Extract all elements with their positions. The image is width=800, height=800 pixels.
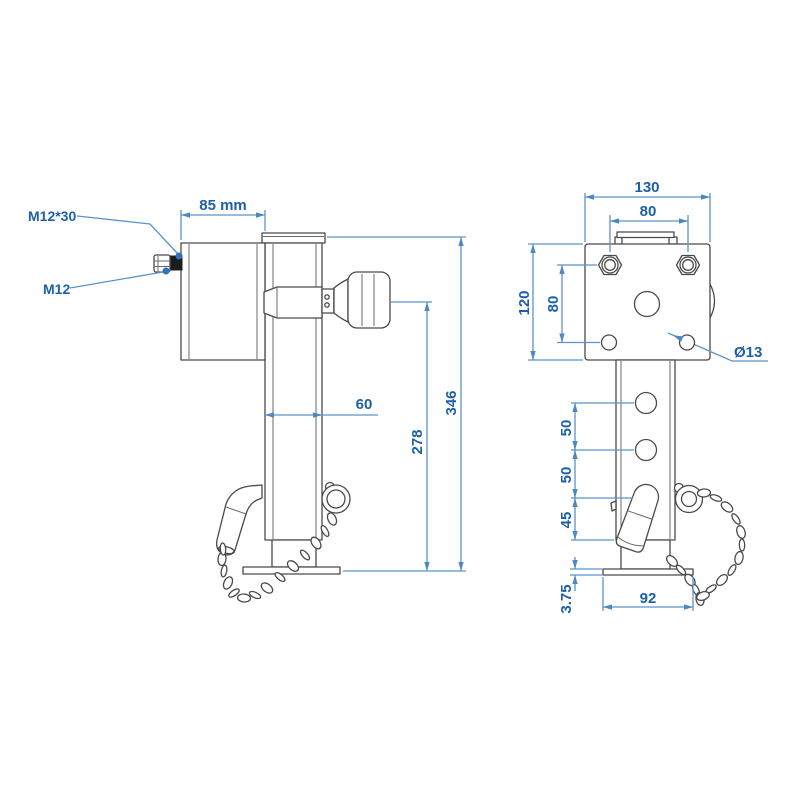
plate-hole-right [678, 334, 696, 351]
dim-92-label: 92 [640, 590, 657, 607]
linch-pin [615, 483, 660, 553]
hex-bolt-left [597, 254, 623, 276]
dimension-hole-pitches: 50 50 45 [558, 402, 634, 541]
linch-pin-ring-front [673, 482, 704, 514]
tube-top-cap [261, 232, 326, 244]
dim-50a-label: 50 [558, 420, 575, 437]
adjust-hole-2 [634, 438, 658, 462]
dim-60-label: 60 [356, 396, 373, 413]
dim-346-label: 346 [443, 390, 460, 415]
dimension-foot-thickness: 3.75 [558, 557, 602, 614]
dimension-plate-width: 130 [584, 179, 711, 242]
dim-45-label: 45 [558, 512, 575, 529]
pin-tip [610, 500, 617, 512]
mounting-plate [584, 243, 768, 362]
dimension-drum-width: 85 mm [180, 197, 266, 240]
dim-80-left-label: 80 [545, 296, 562, 313]
dimension-bolt-to-hole-vertical: 80 [545, 264, 600, 344]
dimension-bolt-spacing-horizontal: 80 [609, 203, 689, 252]
dim-dia13-label: Ø13 [734, 344, 762, 361]
chain-front [665, 488, 746, 607]
dim-278-label: 278 [409, 429, 426, 454]
leader-dot [162, 267, 170, 275]
side-view: 85 mm 60 346 278 M12*30 M12 [28, 197, 466, 603]
chain [217, 512, 338, 603]
dim-80-top-label: 80 [640, 203, 657, 220]
dimension-plate-height: 120 [516, 243, 583, 361]
foot-plate-front [602, 568, 694, 576]
adjust-hole-1 [634, 391, 658, 415]
dim-120-label: 120 [516, 290, 533, 315]
callout-bolt-thread: M12*30 [28, 208, 183, 260]
dim-85mm-label: 85 mm [199, 197, 247, 214]
dia-arrowhead [673, 335, 684, 342]
dimension-total-height: 346 [327, 236, 466, 572]
dim-130-label: 130 [634, 179, 659, 196]
dimension-foot-width: 92 [602, 577, 694, 611]
leader-dot [175, 252, 183, 260]
gear-drum [180, 242, 266, 361]
dim-375-label: 3.75 [558, 584, 575, 613]
plate-hole-left [600, 334, 618, 351]
label-m12: M12 [43, 281, 70, 297]
handle-knob [333, 271, 391, 329]
hex-bolt-right [675, 254, 701, 276]
label-m12x30: M12*30 [28, 208, 76, 224]
clamp-cap [614, 231, 678, 245]
center-hole [633, 290, 661, 318]
front-view: 130 80 120 80 50 [516, 179, 768, 614]
dimension-hole-diameter: Ø13 [734, 344, 762, 361]
dimension-leg-height: 278 [391, 301, 432, 571]
dimension-tube-width: 60 [265, 396, 378, 418]
dim-50b-label: 50 [558, 467, 575, 484]
callout-bolt-size: M12 [43, 267, 170, 297]
linch-pin-ring [321, 481, 351, 514]
winding-shaft [263, 271, 391, 329]
